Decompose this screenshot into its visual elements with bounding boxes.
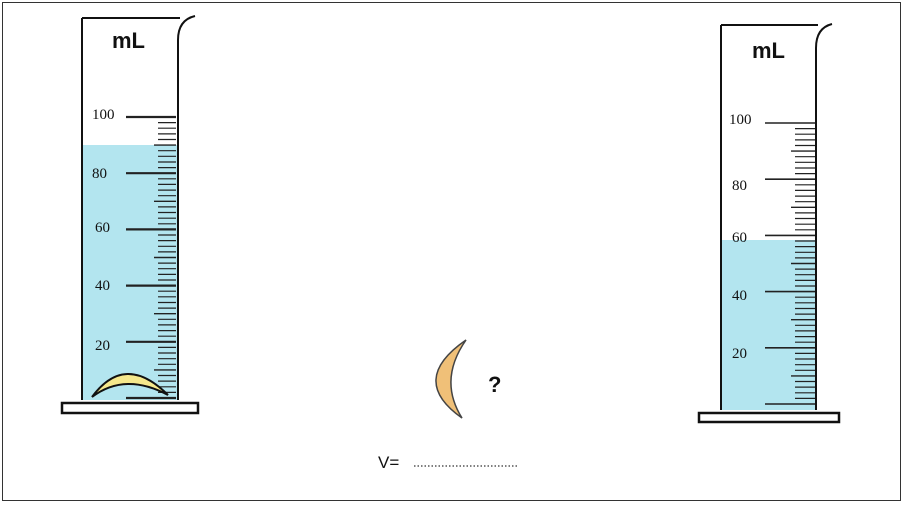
left-submerged-object: [91, 373, 169, 398]
right-label-100: 100: [729, 112, 752, 128]
right-label-20: 20: [732, 346, 747, 362]
right-label-40: 40: [732, 288, 747, 304]
left-label-20: 20: [95, 338, 110, 354]
volume-label: V=: [378, 453, 399, 472]
left-label-80: 80: [92, 166, 107, 182]
left-cylinder-base: [60, 401, 200, 415]
question-mark: ?: [488, 372, 501, 397]
left-liquid: [82, 145, 178, 400]
left-label-100: 100: [92, 107, 115, 123]
right-unit-label: mL: [752, 38, 785, 63]
left-scale-ticks: [126, 115, 176, 400]
left-cylinder: mL 100 80 60 40 20: [60, 15, 200, 415]
right-scale-ticks: [765, 122, 815, 405]
right-label-80: 80: [732, 178, 747, 194]
left-unit-label: mL: [112, 28, 145, 53]
crescent-object: [435, 339, 467, 419]
right-cylinder-base: [697, 411, 841, 424]
left-label-40: 40: [95, 278, 110, 294]
left-label-60: 60: [95, 220, 110, 236]
right-label-60: 60: [732, 230, 747, 246]
right-cylinder: mL 100 80 60 40 20: [697, 23, 841, 424]
